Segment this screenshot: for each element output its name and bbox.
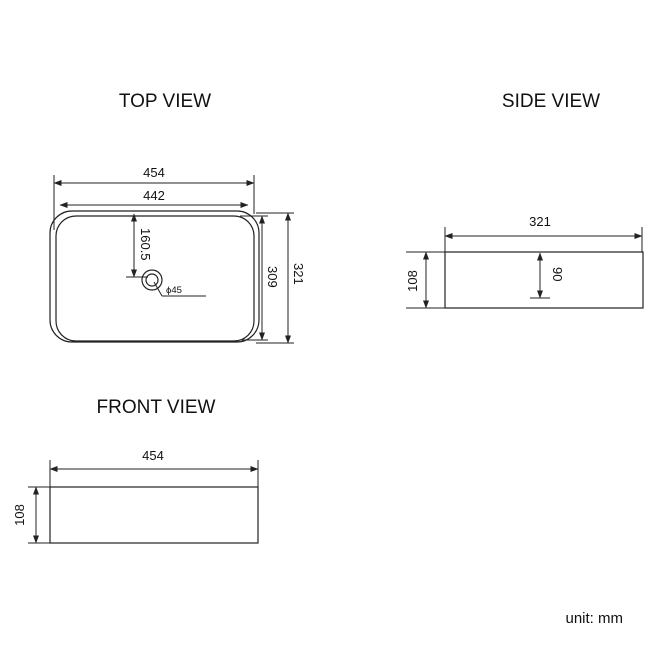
front-view-body [49, 486, 259, 544]
dim-inner-depth: 309 [265, 266, 280, 288]
dim-outer-width: 454 [143, 165, 165, 180]
side-view: 321 108 90 [405, 214, 644, 309]
drain-leader [153, 281, 163, 297]
top-view-outer-rim [49, 210, 260, 343]
drain-inner-circle [145, 273, 159, 287]
front-view: 454 108 [12, 448, 259, 544]
front-dim-height: 108 [12, 504, 27, 526]
front-view-title: FRONT VIEW [97, 397, 216, 418]
top-view: 454 442 160.5 ϕ45 309 321 [49, 165, 306, 344]
top-view-inner-bowl [55, 215, 255, 342]
dim-inner-width: 442 [143, 188, 165, 203]
unit-note: unit: mm [565, 610, 623, 627]
dim-drain-offset: 160.5 [138, 228, 153, 261]
side-dim-width: 321 [529, 214, 551, 229]
side-view-title: SIDE VIEW [502, 91, 600, 112]
top-view-title: TOP VIEW [119, 91, 211, 112]
drain-outer-circle [141, 269, 163, 291]
side-dim-inner-depth: 90 [550, 267, 565, 281]
side-view-body [444, 251, 644, 309]
side-dim-height: 108 [405, 270, 420, 292]
front-dim-width: 454 [142, 448, 164, 463]
dim-outer-depth: 321 [291, 263, 306, 285]
dim-drain-diameter: ϕ45 [166, 285, 182, 296]
